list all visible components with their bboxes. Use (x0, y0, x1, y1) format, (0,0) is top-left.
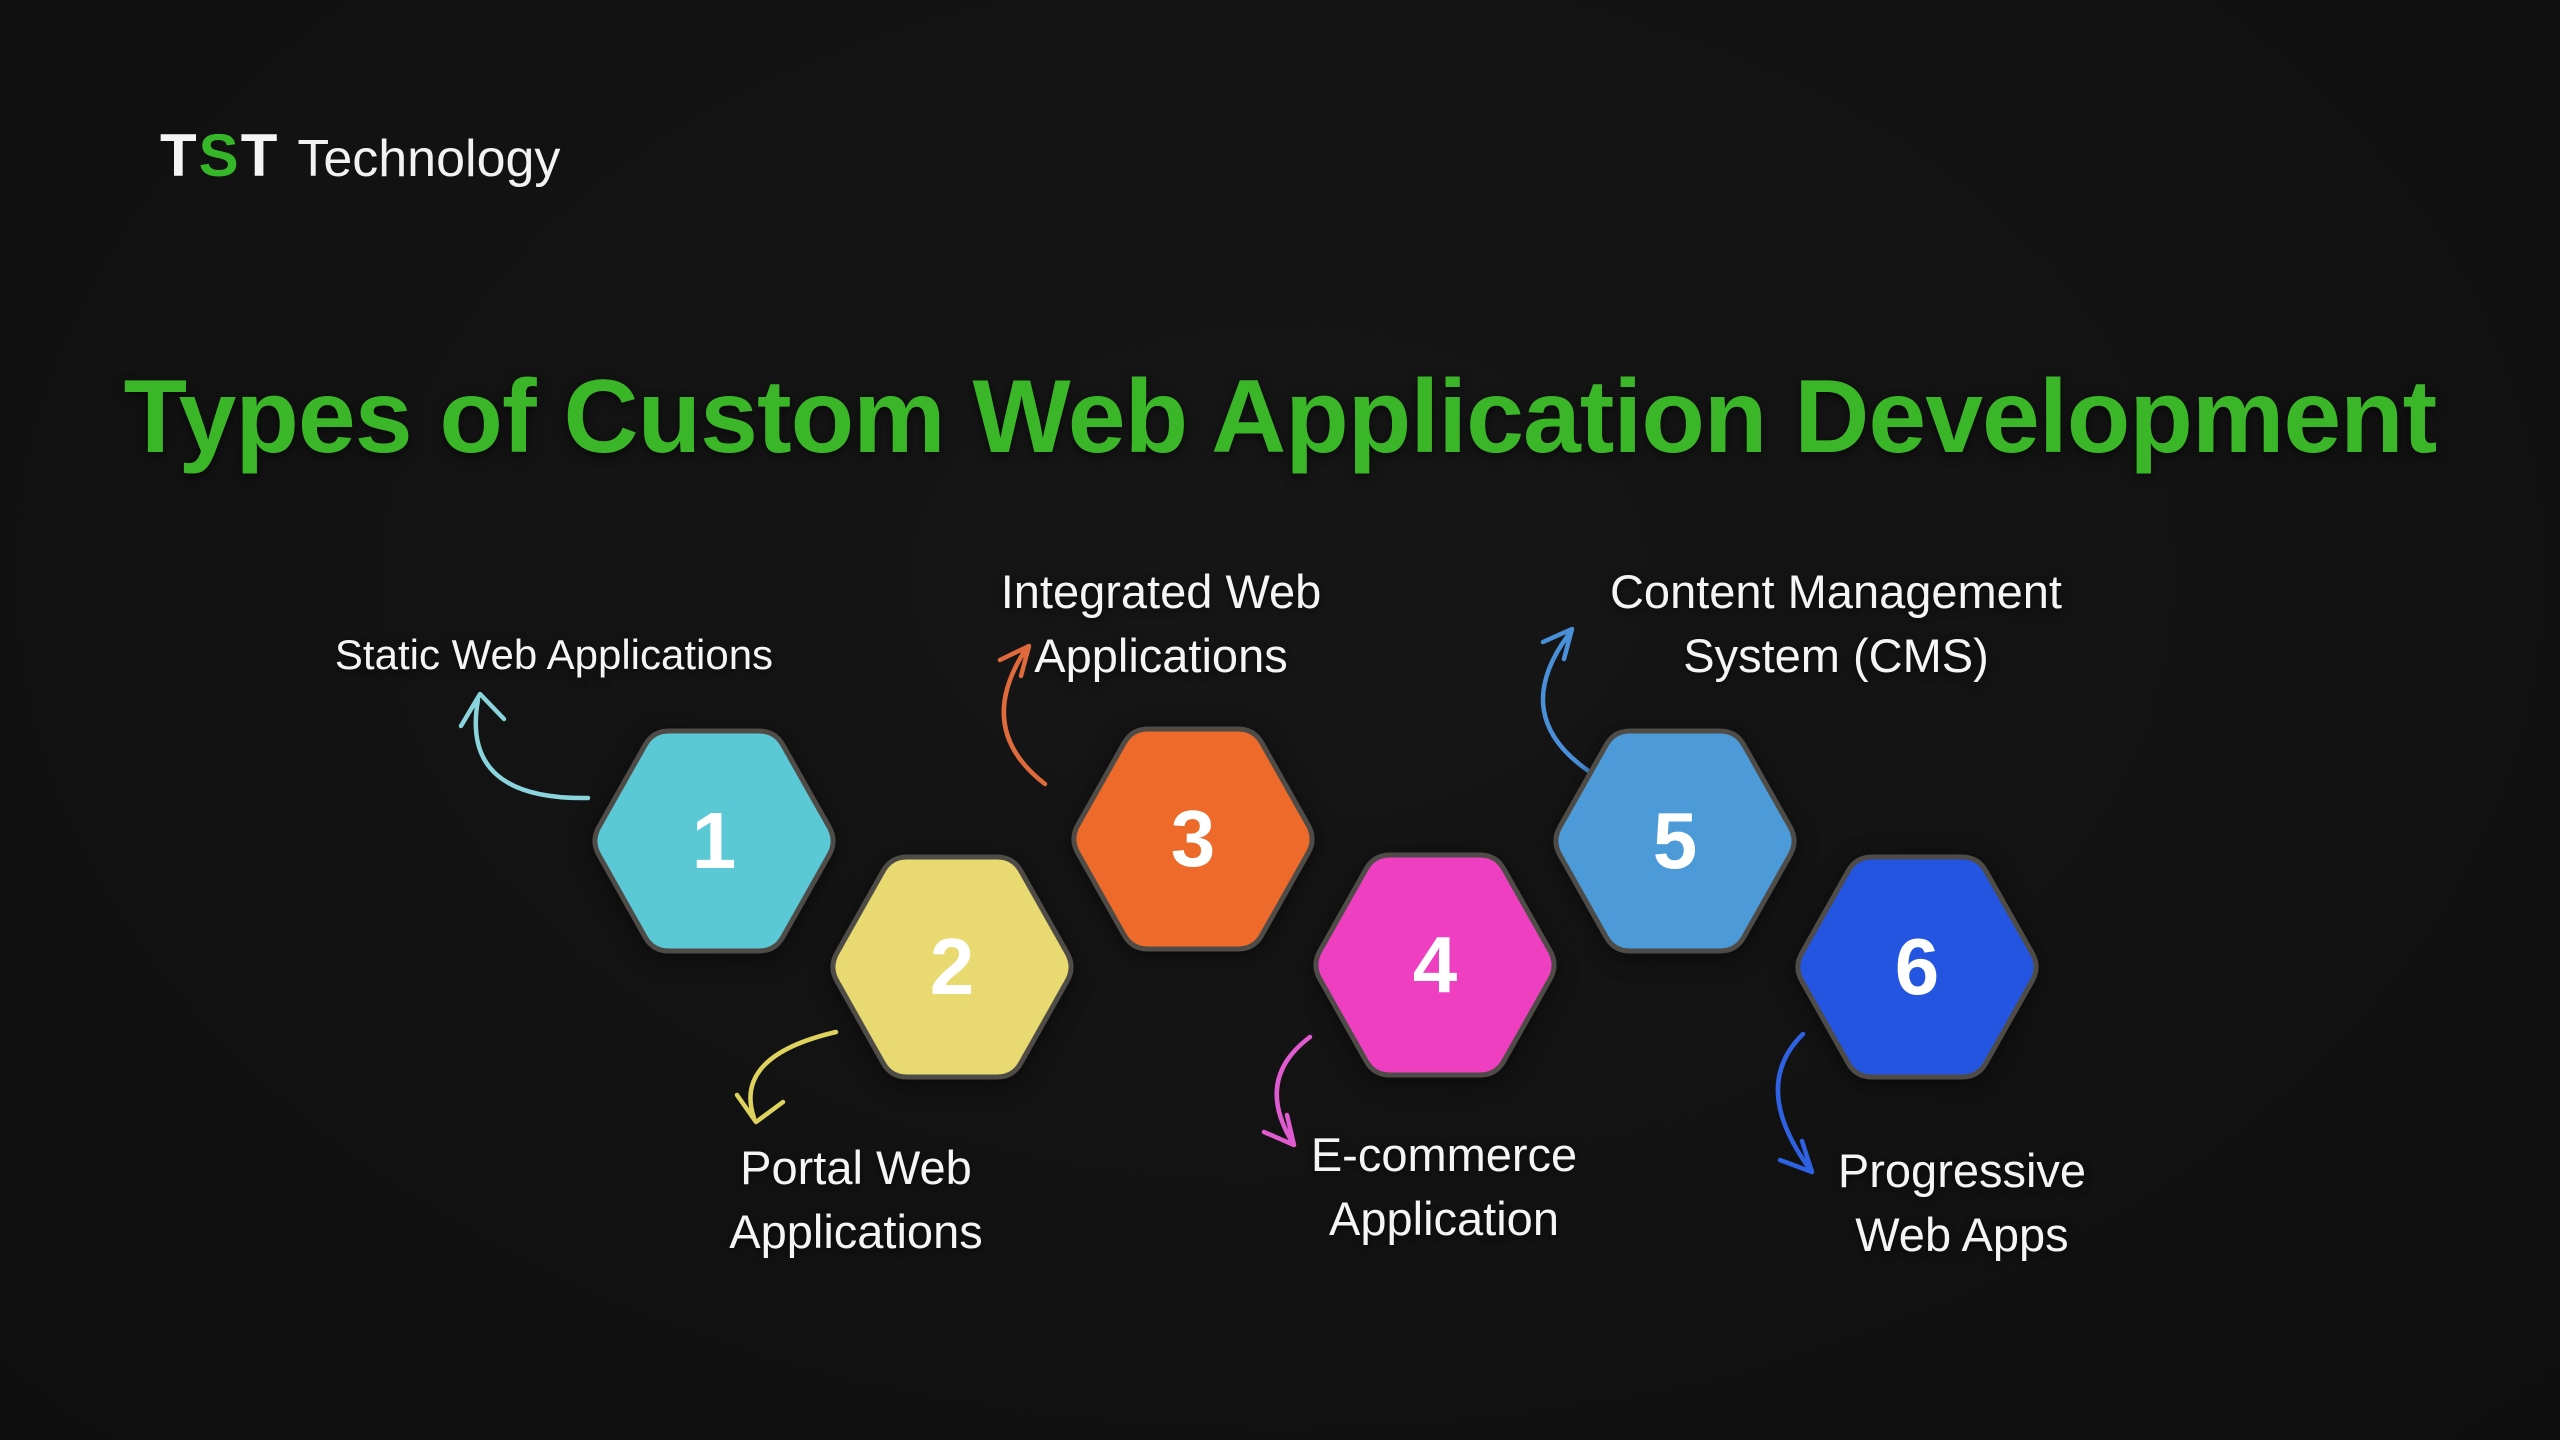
label-progressive-web-apps: Progressive Web Apps (1837, 1144, 2087, 1261)
arrow-portal-icon (734, 1029, 839, 1125)
logo: TST Technology (160, 126, 560, 186)
hexagon-2: 2 (827, 851, 1077, 1083)
hexagon-1-number: 1 (691, 796, 737, 885)
hexagon-2-number: 2 (929, 922, 975, 1011)
hexagon-4-number: 4 (1412, 920, 1458, 1009)
logo-letter-t2: T (240, 122, 280, 189)
hexagon-5-number: 5 (1652, 796, 1698, 885)
hexagon-6-number: 6 (1894, 922, 1940, 1011)
label-ecommerce-application: E-commerce Application (1310, 1128, 1578, 1245)
logo-mark: TST (160, 126, 279, 186)
arrow-static-icon (458, 691, 591, 801)
page-title: Types of Custom Web Application Developm… (123, 358, 2438, 475)
hexagon-4: 4 (1310, 849, 1560, 1081)
logo-text: Technology (297, 130, 561, 188)
hexagon-3: 3 (1068, 723, 1318, 955)
hexagon-1: 1 (589, 725, 839, 957)
hexagon-3-number: 3 (1170, 794, 1216, 883)
label-portal-web-applications: Portal Web Applications (729, 1141, 983, 1258)
hexagon-6: 6 (1792, 851, 2042, 1083)
hexagon-5: 5 (1550, 725, 1800, 957)
label-content-management-system: Content Management System (CMS) (1609, 565, 2062, 682)
logo-letter-s: S (198, 122, 241, 189)
label-integrated-web-applications: Integrated Web Applications (1000, 565, 1322, 682)
label-static-web-applications: Static Web Applications (334, 631, 774, 678)
logo-letter-t1: T (160, 122, 199, 189)
